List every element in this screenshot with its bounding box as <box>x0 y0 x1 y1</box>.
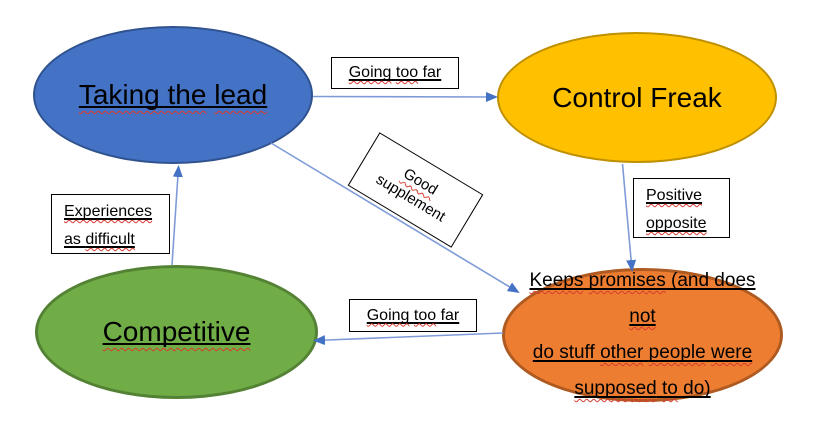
arrow-keepspromises-to-competitive[interactable] <box>313 332 504 346</box>
arrow-lead-to-keepspromises[interactable] <box>270 142 520 294</box>
arrow-controlfreak-to-keepspromises[interactable] <box>621 163 637 272</box>
node-taking-the-lead[interactable]: Taking the lead <box>33 26 313 164</box>
label-going-too-far-top[interactable]: Going too far <box>331 57 459 89</box>
node-control-freak-label: Control Freak <box>552 81 722 113</box>
label-going-too-far-bottom[interactable]: Going too far <box>349 299 477 332</box>
node-taking-the-lead-label: Taking the lead <box>78 79 268 110</box>
label-going-too-far-bottom-text: Going too far <box>366 306 460 324</box>
node-competitive-label: Competitive <box>102 316 251 347</box>
arrow-competitive-to-lead[interactable] <box>171 165 183 266</box>
arrow-lead-to-controlfreak[interactable] <box>312 91 498 102</box>
label-going-too-far-top-text: Going too far <box>348 64 442 81</box>
node-competitive[interactable]: Competitive <box>35 265 318 399</box>
node-control-freak[interactable]: Control Freak <box>497 32 777 163</box>
